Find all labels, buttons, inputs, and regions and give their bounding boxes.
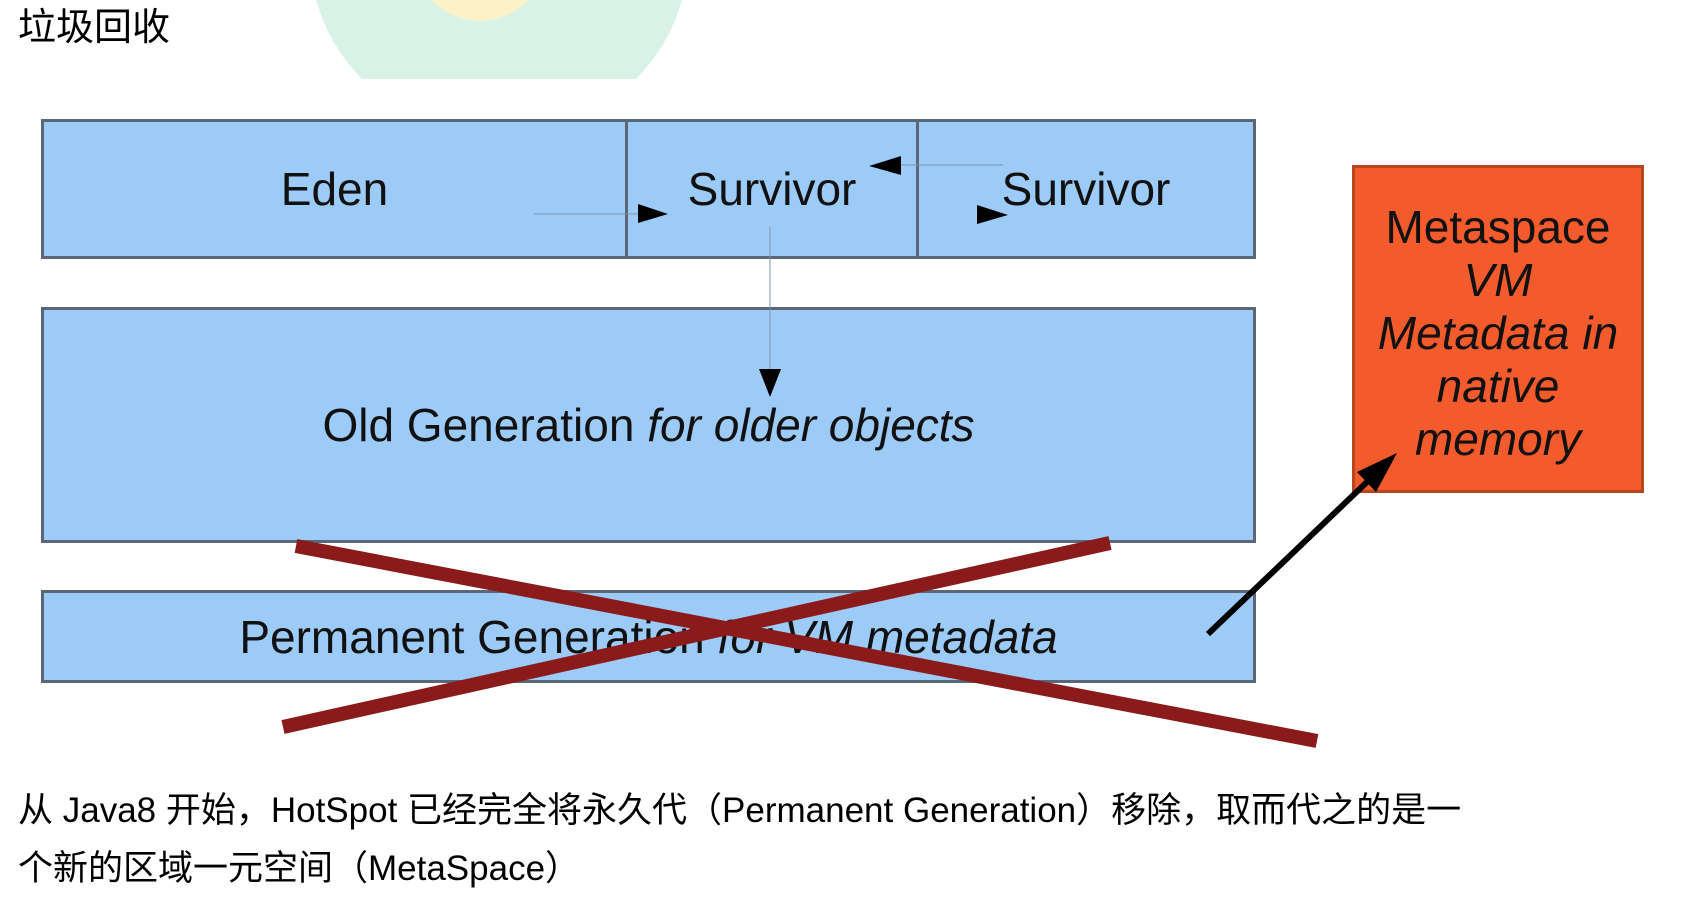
survivor-space-2: Survivor xyxy=(916,122,1253,256)
old-generation-name: Old Generation xyxy=(322,399,635,451)
watermark-inner-shape xyxy=(431,0,529,21)
old-generation-description: for older objects xyxy=(647,399,975,451)
metaspace-line: VM xyxy=(1463,254,1533,306)
permanent-generation-name: Permanent Generation xyxy=(239,610,705,663)
survivor-2-label: Survivor xyxy=(1001,163,1171,215)
paragraph-line: 个新的区域一元空间（MetaSpace） xyxy=(18,849,581,888)
page-title: 垃圾回收 xyxy=(18,5,171,49)
permanent-generation-description: for VM metadata xyxy=(717,610,1058,663)
metaspace-line: Metadata in xyxy=(1377,307,1619,359)
metaspace-name: Metaspace xyxy=(1385,201,1611,253)
eden-label: Eden xyxy=(280,163,389,215)
survivor-space-1: Survivor xyxy=(625,122,916,256)
watermark-outer-shape xyxy=(316,0,682,79)
metaspace-box: Metaspace VM Metadata in native memory xyxy=(1352,165,1644,493)
old-generation-box: Old Generation for older objects xyxy=(41,307,1256,543)
metaspace-line: memory xyxy=(1414,413,1582,465)
eden-space: Eden xyxy=(44,122,625,256)
body-paragraph: 从 Java8 开始，HotSpot 已经完全将永久代（Permanent Ge… xyxy=(18,782,1678,898)
permanent-generation-box: Permanent Generation for VM metadata xyxy=(41,590,1256,683)
watermark-logo xyxy=(316,0,682,79)
young-generation-row: Eden Survivor Survivor xyxy=(41,119,1256,259)
paragraph-line: 从 Java8 开始，HotSpot 已经完全将永久代（Permanent Ge… xyxy=(18,791,1462,830)
survivor-1-label: Survivor xyxy=(687,163,857,215)
metaspace-line: native xyxy=(1436,360,1560,412)
